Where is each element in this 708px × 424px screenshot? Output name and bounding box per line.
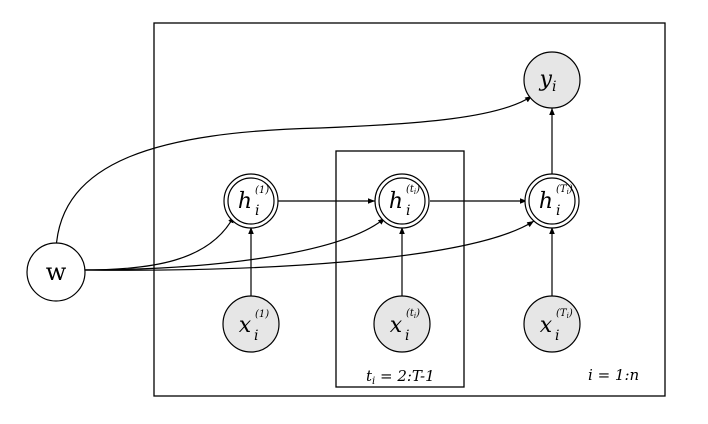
outer-plate-label: i = 1:n <box>588 366 639 384</box>
edge-w-to-hT <box>81 220 535 271</box>
node-xt-sup-sub: i <box>414 312 416 320</box>
node-hT-sub: i <box>556 203 560 219</box>
node-xT: x i (Ti) <box>523 295 581 353</box>
node-xt-sup: (ti) <box>406 308 420 320</box>
node-x1-sub: i <box>254 328 258 344</box>
node-w: w <box>26 242 86 302</box>
node-hT: h i (Ti) <box>524 173 580 229</box>
node-ht-sup-sub: i <box>414 188 416 196</box>
inner-plate-label: ti = 2:T-1 <box>366 367 435 387</box>
node-hT-sup-close: ) <box>568 184 573 195</box>
node-h1-letter: h <box>238 189 252 214</box>
edges <box>55 95 555 297</box>
node-x1-sup: (1) <box>255 309 269 320</box>
inner-plate <box>335 150 465 388</box>
node-hT-sup-sub: i <box>567 188 569 196</box>
node-xt-letter: x <box>390 313 403 338</box>
node-ht-sup-open: (t <box>406 184 415 195</box>
inner-plate-var-sub: i <box>372 376 375 387</box>
node-ht-sup: (ti) <box>406 184 420 196</box>
node-y-letter: y <box>539 67 553 92</box>
node-xt-sup-close: ) <box>415 308 420 319</box>
node-w-label: w <box>46 258 67 286</box>
node-hT-sup: (Ti) <box>556 184 573 196</box>
node-h1: h i (1) <box>223 173 279 229</box>
node-xT-sup-sub: i <box>567 312 569 320</box>
node-x1-letter: x <box>239 313 252 338</box>
edge-w-to-ht <box>81 217 386 271</box>
node-xt-sub: i <box>405 328 409 344</box>
node-h1-sub: i <box>255 203 259 219</box>
edge-w-to-y <box>55 95 533 251</box>
node-y: yi <box>523 51 581 109</box>
node-y-main: yi <box>539 67 557 95</box>
node-xT-sup-open: (T <box>556 308 568 319</box>
node-hT-sup-open: (T <box>556 184 568 195</box>
node-xt: x i (ti) <box>373 295 431 353</box>
node-xt-sup-open: (t <box>406 308 415 319</box>
node-xT-sup-close: ) <box>568 308 573 319</box>
node-ht-sub: i <box>406 203 410 219</box>
node-ht: h i (ti) <box>374 173 430 229</box>
node-x1: x i (1) <box>222 295 280 353</box>
node-ht-letter: h <box>389 189 403 214</box>
inner-plate-range: = 2:T-1 <box>375 367 434 385</box>
node-hT-letter: h <box>539 189 553 214</box>
inner-plate-var: t <box>366 367 373 385</box>
outer-plate <box>153 22 666 397</box>
node-xT-sup: (Ti) <box>556 308 573 320</box>
edge-w-to-h1 <box>81 215 235 271</box>
node-h1-sup: (1) <box>255 185 269 196</box>
node-xT-sub: i <box>555 328 559 344</box>
node-y-sub: i <box>552 79 556 95</box>
node-ht-sup-close: ) <box>415 184 420 195</box>
node-xT-letter: x <box>540 313 553 338</box>
